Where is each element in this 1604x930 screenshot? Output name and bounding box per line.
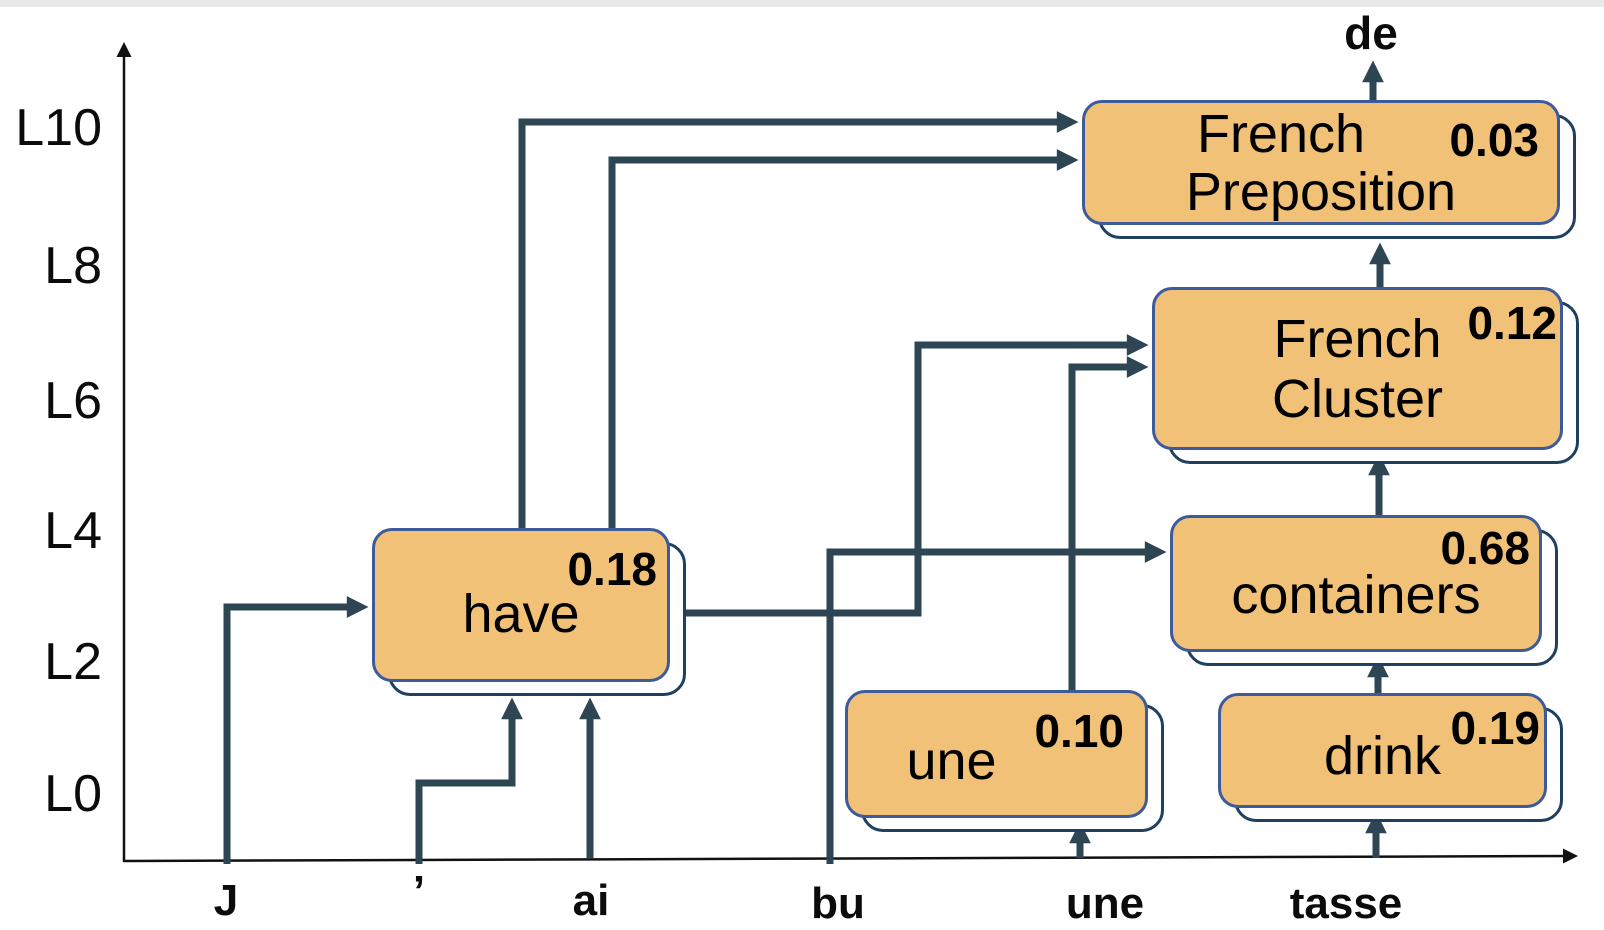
edge-apostrophe-to-have <box>415 697 523 864</box>
node-have: 0.18 have <box>372 528 670 682</box>
edge-une-to-cluster <box>1068 356 1149 690</box>
edge-have-to-preposition-1 <box>518 111 1079 528</box>
x-token-bu: bu <box>811 879 865 928</box>
node-french-preposition: 0.03 French Preposition <box>1082 100 1560 225</box>
node-drink-score: 0.19 <box>1450 702 1540 754</box>
node-french-preposition-label: French Preposition <box>1186 105 1456 221</box>
edge-j-to-have <box>223 596 369 864</box>
output-token-de: de <box>1344 7 1398 59</box>
node-have-score: 0.18 <box>567 543 657 595</box>
node-french-preposition-score: 0.03 <box>1449 114 1539 166</box>
x-token-tasse: tasse <box>1289 879 1403 928</box>
node-drink: 0.19 drink <box>1218 693 1547 808</box>
node-containers-score: 0.68 <box>1440 522 1530 574</box>
edge-bu-to-containers <box>826 541 1167 864</box>
edge-have-to-preposition-2 <box>608 149 1079 528</box>
window-edge-strip <box>0 0 1604 7</box>
x-token-une: une <box>1065 879 1145 928</box>
y-tick-L4: L4 <box>44 502 102 560</box>
node-une-score: 0.10 <box>1034 705 1124 757</box>
node-french-preposition-line2: Preposition <box>1185 161 1457 222</box>
y-tick-L0: L0 <box>44 765 102 823</box>
y-tick-L10: L10 <box>15 99 102 157</box>
node-une-label: une <box>906 731 997 791</box>
x-token-j: J <box>213 876 239 925</box>
node-french-cluster: 0.12 French Cluster <box>1152 287 1563 450</box>
node-drink-label: drink <box>1323 725 1442 786</box>
y-tick-L2: L2 <box>44 633 102 691</box>
node-containers: 0.68 containers <box>1170 515 1542 652</box>
node-containers-label: containers <box>1231 564 1481 625</box>
node-have-label: have <box>462 584 580 644</box>
x-axis-line <box>123 848 1578 864</box>
node-french-cluster-label: French Cluster <box>1272 309 1443 429</box>
y-tick-L8: L8 <box>44 237 102 295</box>
node-french-preposition-line1: French <box>1196 103 1366 164</box>
y-tick-L6: L6 <box>44 372 102 430</box>
node-french-cluster-line2: Cluster <box>1271 368 1444 429</box>
node-french-cluster-score: 0.12 <box>1467 297 1557 349</box>
node-french-cluster-line1: French <box>1273 308 1442 369</box>
x-token-apostrophe: ’ <box>412 867 426 916</box>
x-token-ai: ai <box>572 876 610 925</box>
edge-have-to-cluster <box>683 334 1149 617</box>
node-une: 0.10 une <box>845 690 1148 818</box>
